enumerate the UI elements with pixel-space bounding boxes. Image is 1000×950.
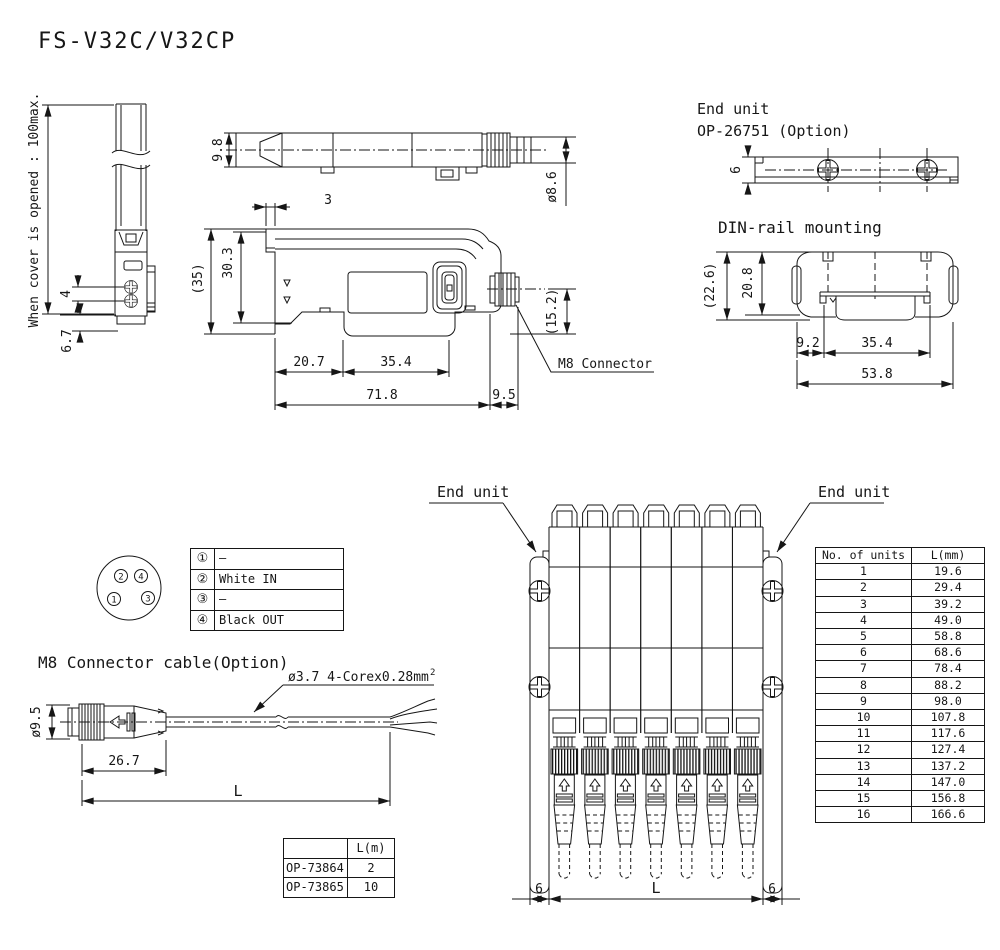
dim-clip: 35.4	[380, 355, 411, 370]
dim-top-height: 9.8	[211, 138, 226, 161]
units-table-header-length: L(mm)	[911, 546, 985, 565]
front-view: M8 Connector 3 (35) 30.3 (15.2) 20.7 35.…	[191, 193, 654, 410]
dim-left: 20.7	[293, 355, 324, 370]
pin-2: 2	[118, 573, 123, 583]
cable-table-header-blank	[283, 838, 348, 859]
units-table-header-count: No. of units	[815, 546, 912, 565]
dim-gang-left: 6	[535, 882, 543, 897]
dim-cable-connector: 26.7	[108, 754, 139, 769]
dim-din-offset: 9.2	[796, 336, 819, 351]
wire-spec-label: ø3.7 4-Corex0.28mm	[288, 670, 429, 685]
din-rail-title: DIN-rail mounting	[718, 218, 882, 237]
dim-screw-pitch: 4	[59, 290, 74, 298]
dim-din-rail: 35.4	[861, 336, 892, 351]
dim-connector-height: (15.2)	[545, 289, 560, 336]
m8-connector-label: M8 Connector	[558, 357, 652, 372]
gang-mounting-view: End unit End unit 6 L 6	[429, 483, 890, 905]
end-unit-view: End unit OP-26751 (Option) 6	[697, 100, 959, 195]
pin-3: 3	[145, 595, 150, 605]
dim-gang-length: L	[651, 879, 660, 897]
end-unit-title: End unit	[697, 100, 769, 118]
dim-connector-dia: ø8.6	[545, 171, 560, 202]
dim-foot: 6.7	[60, 329, 75, 352]
table-row: ①–	[190, 548, 344, 570]
dim-cable-dia: ø9.5	[29, 706, 44, 737]
dim-lip: 3	[324, 193, 332, 208]
pinout-face: 2 4 1 3	[96, 555, 162, 621]
dim-length: 71.8	[366, 388, 397, 403]
table-header-row: L(m)	[283, 838, 395, 859]
cable-view: M8 Connector cable(Option) ø3.7 4-Corex0…	[29, 653, 438, 806]
side-view-cover-opened: When cover is opened : 100max. 4 6.7	[27, 93, 156, 353]
din-rail-view: DIN-rail mounting (22.6) 20.8 9.2 35.4 5…	[703, 218, 959, 389]
gang-right-label: End unit	[818, 483, 890, 501]
dim-din-total-height: (22.6)	[703, 263, 718, 310]
dim-gang-right: 6	[768, 882, 776, 897]
dim-connector: 9.5	[492, 388, 515, 403]
dim-din-height: 20.8	[741, 267, 756, 298]
dim-total-height: (35)	[191, 263, 206, 294]
page-title: FS-V32C/V32CP	[38, 29, 236, 54]
wire-spec-superscript: 2	[430, 668, 435, 678]
pin-1: 1	[111, 596, 116, 606]
dim-din-width: 53.8	[861, 367, 892, 382]
gang-left-label: End unit	[437, 483, 509, 501]
top-view: 9.8 ø8.6	[211, 132, 576, 206]
dim-cable-length: L	[233, 782, 242, 800]
dim-end-unit-thickness: 6	[729, 166, 744, 174]
cover-open-note: When cover is opened : 100max.	[27, 93, 42, 328]
dim-body-height: 30.3	[221, 247, 236, 278]
end-unit-subtitle: OP-26751 (Option)	[697, 122, 851, 140]
cable-title: M8 Connector cable(Option)	[38, 653, 288, 672]
pin-4: 4	[138, 573, 143, 583]
table-header-row: No. of units L(mm)	[815, 546, 985, 565]
table-row: ③–	[190, 589, 344, 611]
cable-table-header-length: L(m)	[347, 838, 395, 859]
